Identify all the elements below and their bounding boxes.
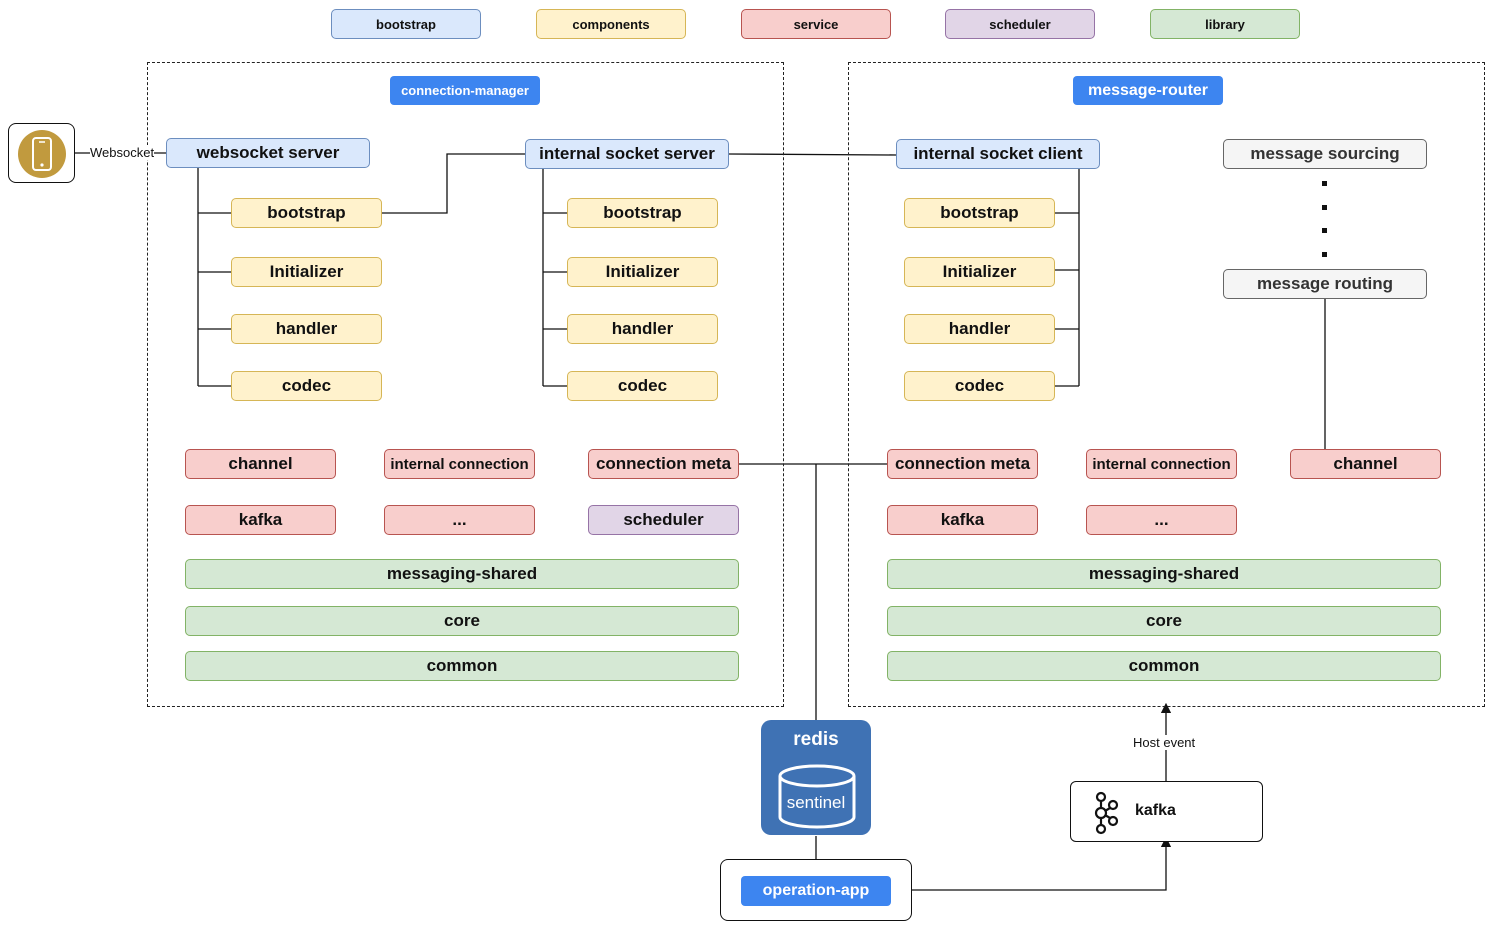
legend-library: library xyxy=(1150,9,1300,39)
cm-more-services: ... xyxy=(384,505,535,535)
cm-core: core xyxy=(185,606,739,636)
cm-internal-connection: internal connection xyxy=(384,449,535,479)
legend-scheduler: scheduler xyxy=(945,9,1095,39)
cm-kafka: kafka xyxy=(185,505,336,535)
cm-messaging-shared: messaging-shared xyxy=(185,559,739,589)
websocket-edge-label: Websocket xyxy=(90,145,155,160)
mr-core: core xyxy=(887,606,1441,636)
mobile-client xyxy=(8,123,75,183)
host-event-edge-label: Host event xyxy=(1133,735,1196,750)
isc-codec: codec xyxy=(904,371,1055,401)
cm-channel: channel xyxy=(185,449,336,479)
message-sourcing: message sourcing xyxy=(1223,139,1427,169)
kafka-label: kafka xyxy=(1135,802,1176,819)
connection-manager-title: connection-manager xyxy=(390,76,540,105)
connection-manager-group xyxy=(147,62,784,707)
redis-node: redis sentinel xyxy=(761,720,871,835)
internal-socket-server: internal socket server xyxy=(525,139,729,169)
ellipsis-dot xyxy=(1322,228,1327,233)
cm-common: common xyxy=(185,651,739,681)
mr-common: common xyxy=(887,651,1441,681)
operation-app-label: operation-app xyxy=(741,876,891,906)
iss-handler: handler xyxy=(567,314,718,344)
ws-codec: codec xyxy=(231,371,382,401)
ellipsis-dot xyxy=(1322,181,1327,186)
isc-handler: handler xyxy=(904,314,1055,344)
iss-bootstrap: bootstrap xyxy=(567,198,718,228)
database-icon xyxy=(778,764,856,829)
legend-service: service xyxy=(741,9,891,39)
isc-initializer: Initializer xyxy=(904,257,1055,287)
ws-bootstrap: bootstrap xyxy=(231,198,382,228)
message-router-group xyxy=(848,62,1485,707)
mr-internal-connection: internal connection xyxy=(1086,449,1237,479)
internal-socket-client: internal socket client xyxy=(896,139,1100,169)
isc-bootstrap: bootstrap xyxy=(904,198,1055,228)
ws-handler: handler xyxy=(231,314,382,344)
mr-channel: channel xyxy=(1290,449,1441,479)
ellipsis-dot xyxy=(1322,252,1327,257)
cm-scheduler: scheduler xyxy=(588,505,739,535)
kafka-node: kafka xyxy=(1070,781,1263,842)
iss-codec: codec xyxy=(567,371,718,401)
legend-bootstrap: bootstrap xyxy=(331,9,481,39)
mr-kafka: kafka xyxy=(887,505,1038,535)
mobile-phone-icon xyxy=(18,130,66,178)
mr-messaging-shared: messaging-shared xyxy=(887,559,1441,589)
redis-title: redis xyxy=(793,729,839,750)
message-router-title: message-router xyxy=(1073,76,1223,105)
ws-initializer: Initializer xyxy=(231,257,382,287)
redis-sentinel-label: sentinel xyxy=(786,793,846,812)
message-routing: message routing xyxy=(1223,269,1427,299)
iss-initializer: Initializer xyxy=(567,257,718,287)
kafka-icon xyxy=(1094,791,1119,835)
ellipsis-dot xyxy=(1322,205,1327,210)
websocket-server: websocket server xyxy=(166,138,370,168)
mr-connection-meta: connection meta xyxy=(887,449,1038,479)
cm-connection-meta: connection meta xyxy=(588,449,739,479)
mr-more-services: ... xyxy=(1086,505,1237,535)
legend-components: components xyxy=(536,9,686,39)
